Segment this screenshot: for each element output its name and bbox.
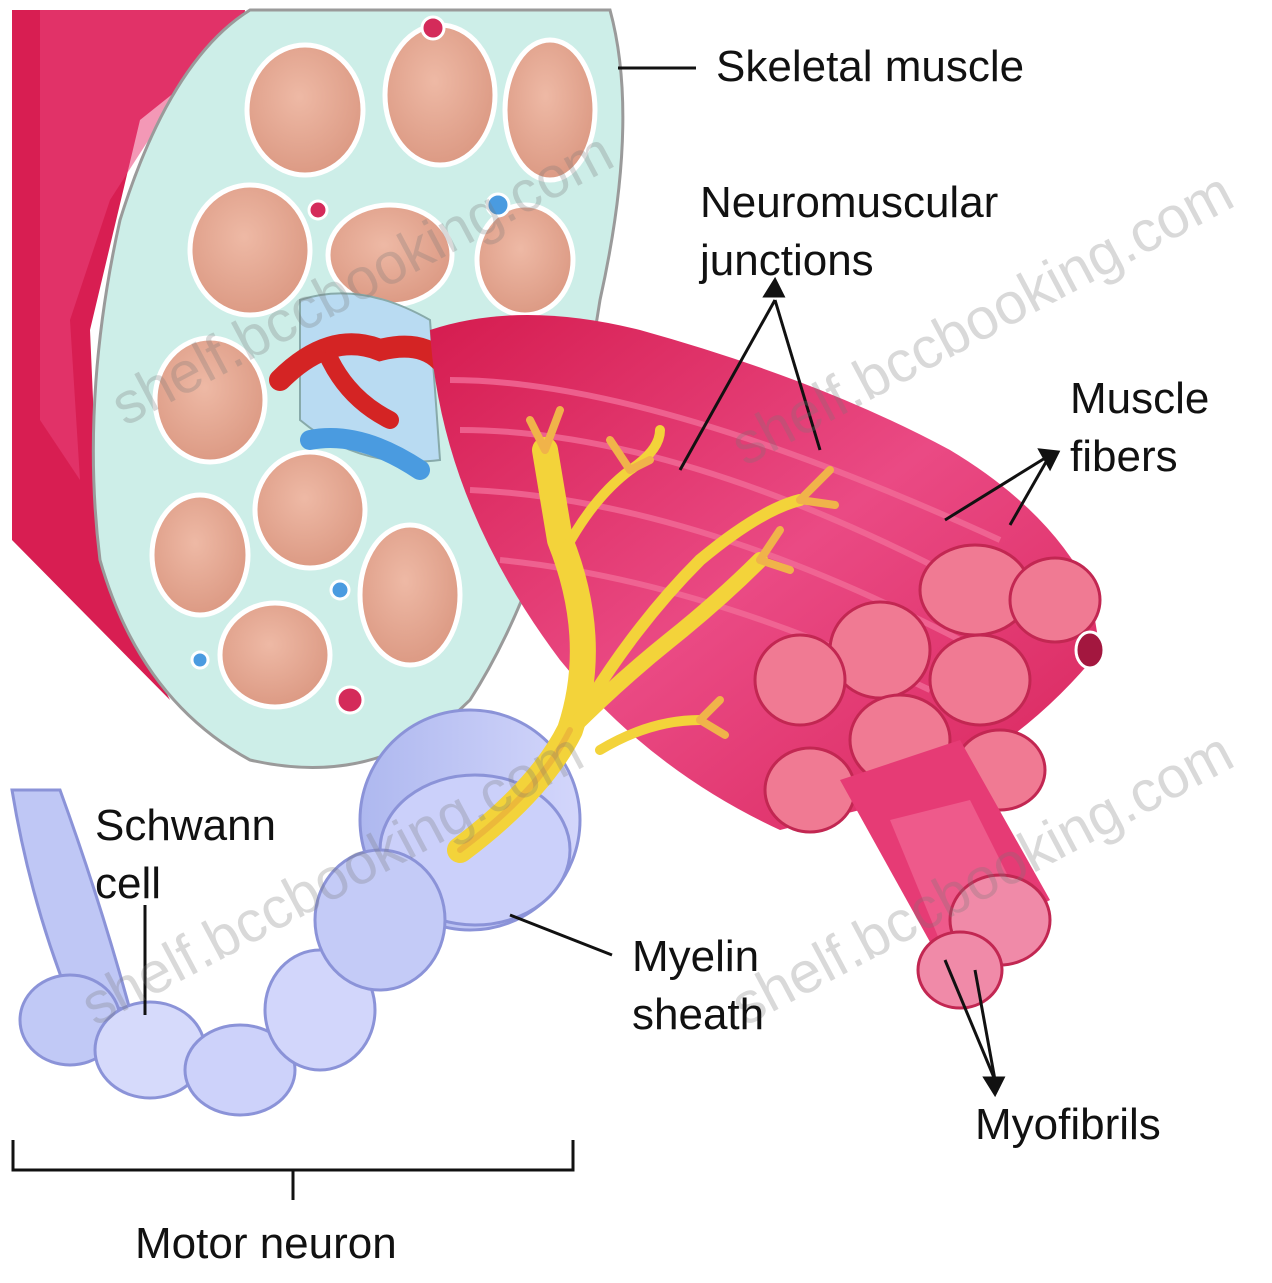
label-line: Schwann (95, 797, 276, 855)
label-muscle-fibers: Muscle fibers (1070, 370, 1209, 486)
label-line: Myelin (632, 928, 764, 986)
label-skeletal-muscle: Skeletal muscle (716, 38, 1024, 96)
label-myofibrils: Myofibrils (975, 1096, 1161, 1154)
label-line: cell (95, 855, 276, 913)
motor-neuron-bracket (13, 1140, 573, 1200)
label-schwann-cell: Schwann cell (95, 797, 276, 913)
label-line: fibers (1070, 428, 1209, 486)
label-neuromuscular-junctions: Neuromuscular junctions (700, 174, 998, 290)
label-line: Neuromuscular (700, 174, 998, 232)
label-line: Muscle (1070, 370, 1209, 428)
label-motor-neuron: Motor neuron (135, 1215, 397, 1273)
label-line: junctions (700, 232, 998, 290)
label-myelin-sheath: Myelin sheath (632, 928, 764, 1044)
label-line: sheath (632, 986, 764, 1044)
